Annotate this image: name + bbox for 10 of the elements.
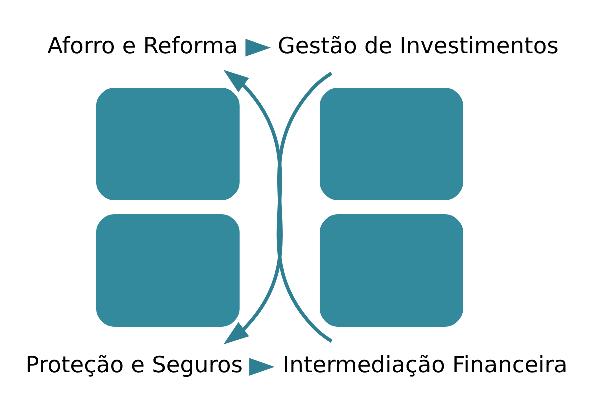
node-text: Proteção e Seguros [26, 352, 244, 378]
arrow [246, 38, 272, 56]
node-text: Aforro e Reforma [48, 32, 238, 59]
node-sector [96, 214, 240, 326]
node-sector [96, 88, 240, 200]
node-text: Gestão de Investimentos [278, 32, 559, 59]
node-sector [320, 88, 464, 200]
node-sector [320, 214, 464, 326]
node-text: Intermediação Financeira [283, 352, 568, 378]
arrow [250, 358, 275, 376]
